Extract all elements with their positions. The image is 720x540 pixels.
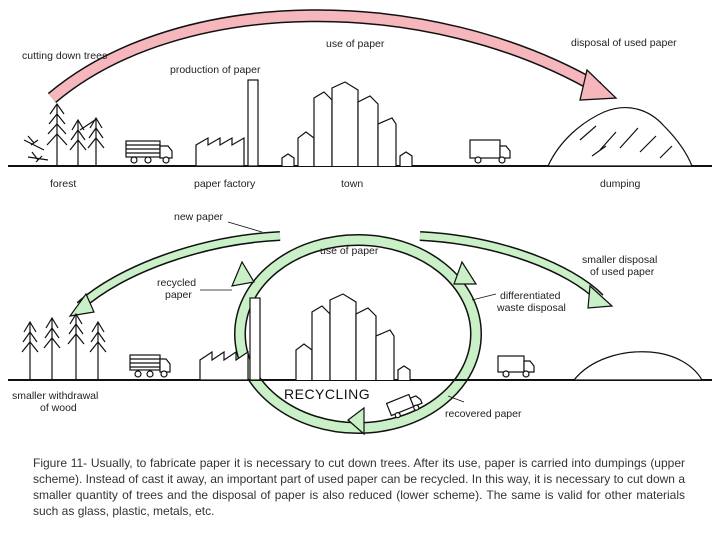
wood-withdrawal-arrow	[68, 231, 281, 317]
label-smaller-withdrawal-2: of wood	[40, 402, 77, 414]
label-cutting-down-trees: cutting down trees	[22, 50, 108, 62]
figure-caption: Figure 11- Usually, to fabricate paper i…	[33, 456, 685, 518]
lower-log-truck	[129, 354, 171, 378]
label-differentiated-1: differentiated	[500, 290, 561, 302]
upper-forest	[23, 102, 105, 165]
upper-flow-arrow	[47, 9, 618, 103]
label-recycled-2: paper	[165, 289, 192, 301]
label-differentiated-2: waste disposal	[497, 302, 566, 314]
upper-garbage-truck	[469, 139, 511, 164]
recovered-paper-truck	[385, 393, 423, 419]
lower-paper-factory	[199, 297, 261, 381]
label-disposal-of-used-paper: disposal of used paper	[571, 37, 677, 49]
disposal-arrow	[419, 231, 614, 309]
lower-town	[295, 293, 411, 380]
label-pointers	[200, 221, 497, 403]
label-forest: forest	[50, 178, 77, 190]
label-production-of-paper: production of paper	[170, 64, 261, 76]
label-use-of-paper-lower: use of paper	[320, 245, 379, 257]
label-paper-factory: paper factory	[194, 178, 256, 190]
upper-log-truck	[125, 140, 173, 164]
label-recycled-1: recycled	[157, 277, 197, 289]
label-town: town	[341, 178, 364, 190]
label-use-of-paper-upper: use of paper	[326, 38, 385, 50]
lower-forest	[21, 312, 107, 379]
upper-dumping-heap	[547, 107, 693, 167]
label-smaller-disposal-1: smaller disposal	[582, 254, 658, 266]
upper-town	[281, 81, 413, 166]
label-dumping: dumping	[600, 178, 641, 190]
label-smaller-disposal-2: of used paper	[590, 266, 655, 278]
recycling-loop	[231, 234, 482, 436]
upper-paper-factory	[195, 79, 259, 167]
label-recycling: RECYCLING	[284, 386, 371, 402]
lower-truck	[497, 355, 535, 378]
lower-disposal-heap	[572, 351, 704, 381]
label-new-paper: new paper	[174, 211, 224, 223]
label-recovered-paper: recovered paper	[445, 408, 522, 420]
label-smaller-withdrawal-1: smaller withdrawal	[12, 390, 99, 402]
